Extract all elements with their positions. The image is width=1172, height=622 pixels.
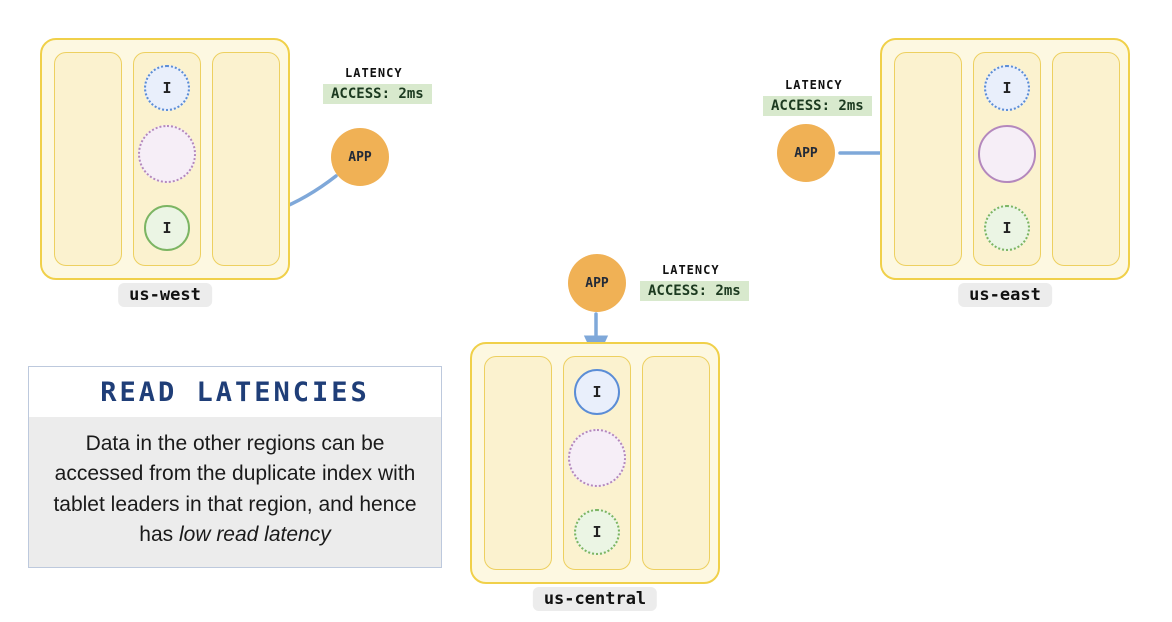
access-latency-badge: ACCESS: 2ms (763, 96, 872, 116)
tablet-node-purple (138, 125, 196, 183)
latency-title: LATENCY (662, 263, 720, 277)
region-us-east: I I us-east (880, 38, 1130, 307)
info-body-italic-text: low read latency (178, 523, 331, 547)
tablet-column (894, 52, 962, 266)
index-node-blue: I (984, 65, 1030, 111)
node-label: I (592, 383, 602, 401)
index-node-blue: I (574, 369, 620, 415)
latency-title: LATENCY (345, 66, 403, 80)
latency-annotation-west: LATENCY ACCESS: 2ms (323, 66, 432, 104)
region-us-west: I I us-west (40, 38, 290, 307)
region-label-us-east: us-east (958, 283, 1052, 307)
latency-annotation-central: LATENCY ACCESS: 2ms (640, 263, 749, 301)
tablet-node-purple (978, 125, 1036, 183)
latency-title: LATENCY (785, 78, 843, 92)
tablet-column (642, 356, 710, 570)
tablet-column: I I (563, 356, 631, 570)
latency-annotation-east: LATENCY ACCESS: 2ms (763, 78, 872, 116)
region-label-us-central: us-central (532, 587, 658, 611)
index-node-blue: I (144, 65, 190, 111)
access-latency-badge: ACCESS: 2ms (323, 84, 432, 104)
read-latencies-info-box: READ LATENCIES Data in the other regions… (28, 366, 442, 568)
index-node-green: I (984, 205, 1030, 251)
app-circle-west: APP (331, 128, 389, 186)
info-box-title: READ LATENCIES (29, 367, 441, 417)
tablet-column: I I (133, 52, 201, 266)
index-node-green: I (574, 509, 620, 555)
tablet-column: I I (973, 52, 1041, 266)
app-circle-central: APP (568, 254, 626, 312)
info-body-text: Data in the other regions can be accesse… (53, 432, 417, 547)
tablet-column (484, 356, 552, 570)
app-label: APP (585, 275, 609, 291)
region-label-us-west: us-west (118, 283, 212, 307)
app-label: APP (794, 145, 818, 161)
tablet-column (1052, 52, 1120, 266)
node-label: I (1002, 79, 1012, 97)
node-label: I (162, 219, 172, 237)
node-label: I (162, 79, 172, 97)
tablet-column (54, 52, 122, 266)
index-node-green: I (144, 205, 190, 251)
info-box-body: Data in the other regions can be accesse… (29, 417, 441, 567)
node-label: I (1002, 219, 1012, 237)
node-label: I (592, 523, 602, 541)
tablet-node-purple (568, 429, 626, 487)
app-circle-east: APP (777, 124, 835, 182)
access-latency-badge: ACCESS: 2ms (640, 281, 749, 301)
tablet-column (212, 52, 280, 266)
app-label: APP (348, 149, 372, 165)
region-us-central: I I us-central (470, 342, 720, 611)
